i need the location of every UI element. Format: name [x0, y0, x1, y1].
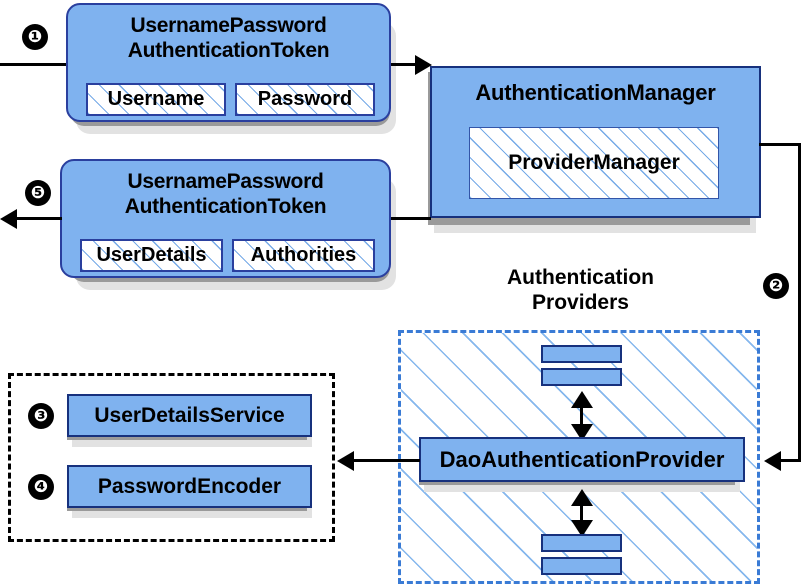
provider-manager-label: ProviderManager — [508, 151, 680, 174]
step-2-bullet: ❷ — [763, 273, 789, 299]
request-token-title: UsernamePassword AuthenticationToken — [127, 14, 330, 62]
outgoing-response-arrowhead — [0, 209, 17, 229]
username-password-authentication-token-request[interactable]: UsernamePassword AuthenticationToken Use… — [66, 3, 391, 122]
provider-manager-box[interactable]: ProviderManager — [469, 127, 719, 199]
request-token-slots: Username Password — [86, 83, 375, 116]
providers-link-line-bottom — [580, 494, 583, 526]
token-to-manager-arrowhead — [415, 55, 432, 75]
manager-to-providers-line-top — [759, 143, 801, 146]
provider-to-beans-line — [354, 459, 420, 462]
manager-to-providers-line-vertical — [798, 143, 801, 461]
token-to-manager-line — [391, 63, 421, 66]
passwordencoder-label: PasswordEncoder — [97, 474, 282, 498]
response-token-title: UsernamePassword AuthenticationToken — [124, 170, 327, 218]
token-slot-username-label: Username — [107, 88, 205, 110]
userdetailsservice-label: UserDetailsService — [94, 403, 285, 427]
step-4-bullet: ❹ — [28, 474, 54, 500]
provider-stub-below-1[interactable] — [541, 534, 622, 552]
token-slot-username: Username — [86, 83, 226, 116]
outgoing-response-line — [8, 217, 62, 220]
authentication-manager-title: AuthenticationManager — [475, 80, 716, 105]
step-5-bullet: ❺ — [25, 180, 51, 206]
token-slot-password-label: Password — [257, 88, 353, 110]
provider-to-beans-arrowhead — [337, 451, 354, 471]
manager-to-providers-line-bottom — [781, 459, 801, 462]
provider-stub-above-2[interactable] — [541, 368, 622, 386]
token-slot-authorities-label: Authorities — [250, 244, 357, 266]
step-3-bullet: ❸ — [28, 403, 54, 429]
username-password-authentication-token-response[interactable]: UsernamePassword AuthenticationToken Use… — [60, 159, 391, 278]
token-slot-userdetails-label: UserDetails — [96, 244, 207, 266]
authentication-manager-box[interactable]: AuthenticationManager ProviderManager — [430, 66, 761, 218]
incoming-request-line — [0, 63, 76, 66]
token-slot-userdetails: UserDetails — [80, 239, 223, 272]
providers-link-arrow-down-top — [571, 424, 593, 441]
dao-authentication-provider-label: DaoAuthenticationProvider — [439, 446, 725, 472]
passwordencoder-box[interactable]: PasswordEncoder — [67, 465, 312, 508]
manager-to-response-token-line — [391, 217, 431, 220]
providers-link-line-top — [580, 396, 583, 430]
dao-authentication-provider-box[interactable]: DaoAuthenticationProvider — [419, 437, 745, 482]
response-token-slots: UserDetails Authorities — [80, 239, 375, 272]
provider-stub-below-2[interactable] — [541, 557, 622, 575]
step-1-bullet: ❶ — [22, 24, 48, 50]
manager-to-providers-arrowhead — [764, 451, 781, 471]
token-slot-password: Password — [235, 83, 375, 116]
userdetailsservice-box[interactable]: UserDetailsService — [67, 394, 312, 437]
authentication-providers-label: Authentication Providers — [507, 266, 654, 314]
token-slot-authorities: Authorities — [232, 239, 375, 272]
provider-stub-above-1[interactable] — [541, 345, 622, 363]
providers-link-arrow-down-bottom — [571, 520, 593, 537]
